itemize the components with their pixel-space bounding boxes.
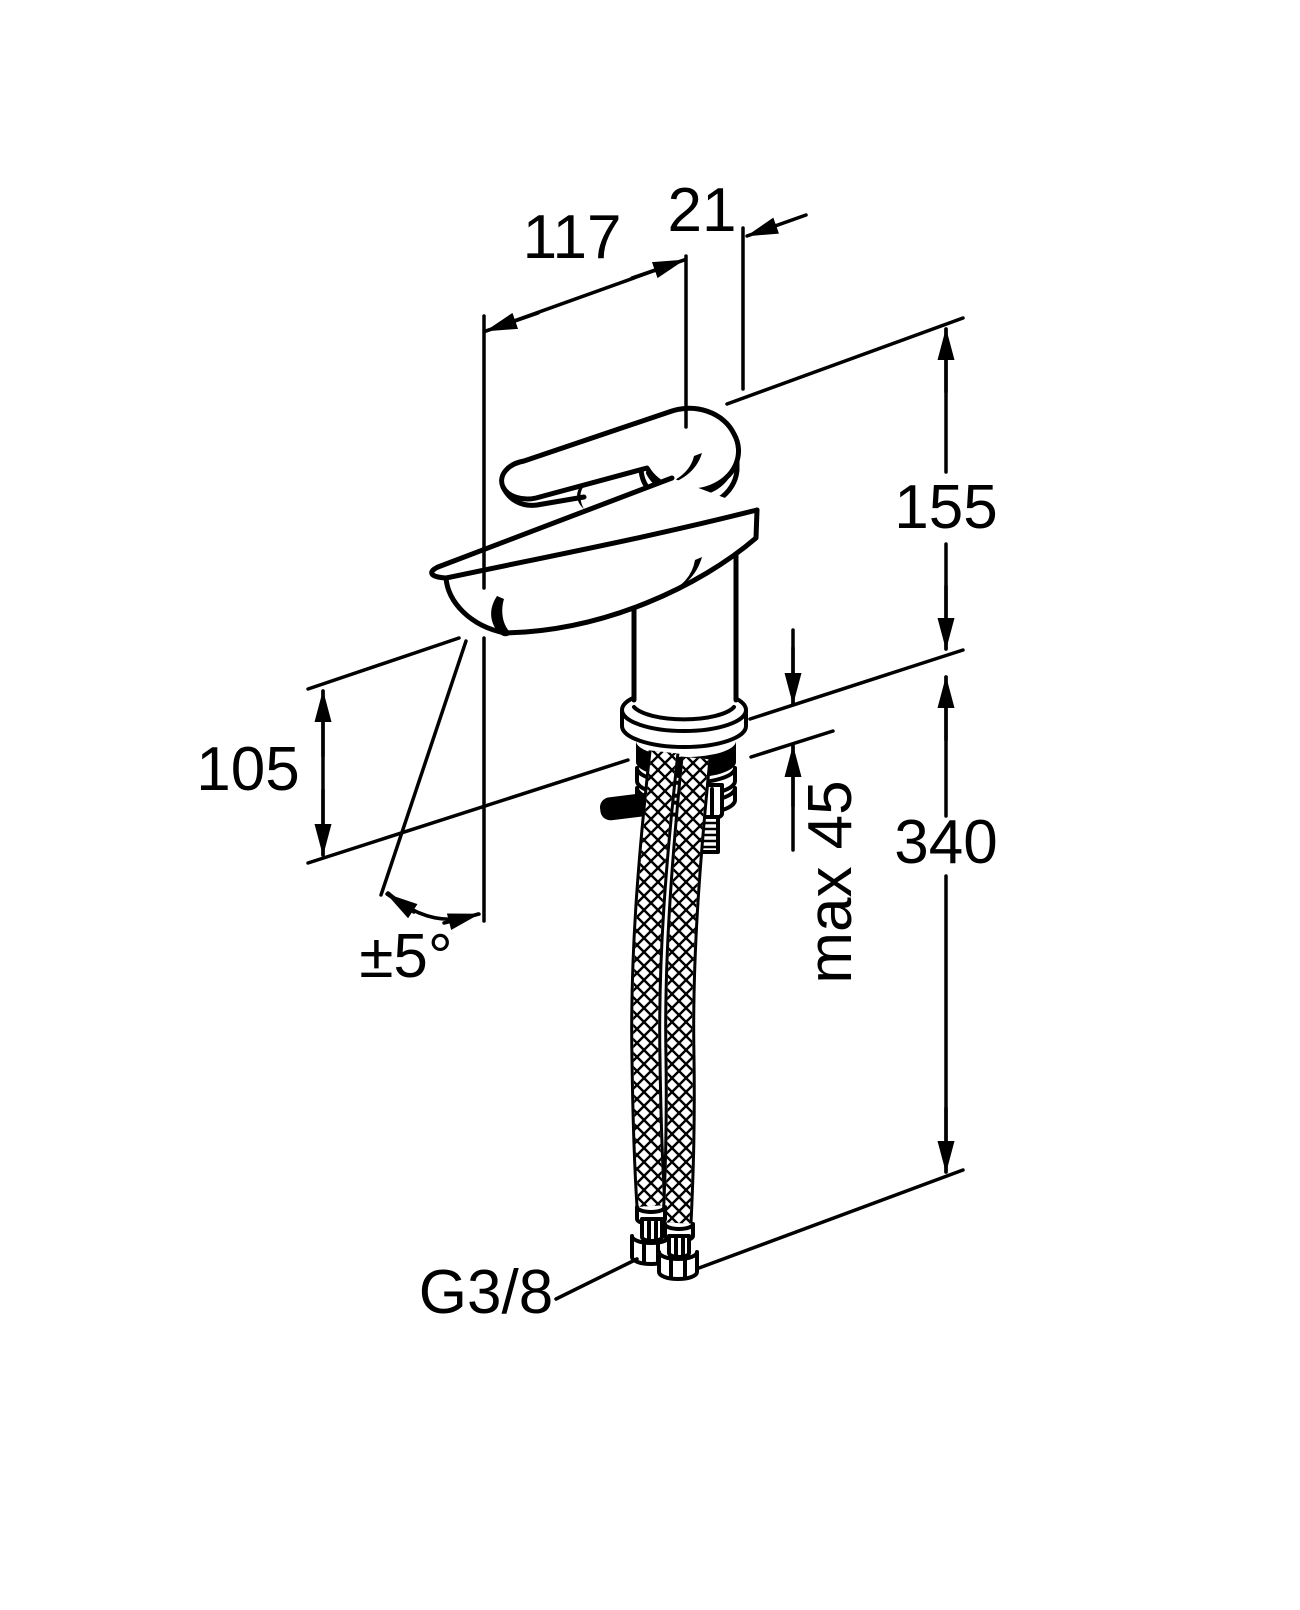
hose-right-braid xyxy=(664,756,709,1224)
dim-spout-reach-label: 117 xyxy=(523,203,622,272)
dim-height-below-deck: 340 xyxy=(697,675,998,1270)
dim-connection-thread-label: G3/8 xyxy=(419,1258,553,1327)
dim-spout-height: 105 xyxy=(196,636,461,857)
lever-handle xyxy=(499,405,742,509)
supply-hoses xyxy=(630,750,712,1224)
hose-fitting-left xyxy=(630,1205,672,1266)
dim-handle-offset: 21 xyxy=(668,176,808,391)
handle-edge-shade xyxy=(577,483,586,509)
dim-max-deck-thickness: max 45 xyxy=(749,628,865,984)
spout xyxy=(429,475,760,637)
counter-surface-line xyxy=(306,648,965,865)
spout-swoosh xyxy=(663,557,702,595)
dimension-annotations: 117 21 155 340 xyxy=(196,176,997,1327)
dim-swivel-angle-label: ±5° xyxy=(359,922,452,991)
dim-connection-thread: G3/8 xyxy=(419,1257,639,1327)
dim-spout-height-label: 105 xyxy=(196,735,299,804)
dim-height-below-deck-label: 340 xyxy=(894,808,997,877)
handle-swoosh xyxy=(656,453,702,488)
hose-left-braid xyxy=(633,750,677,1207)
dim-height-above-deck: 155 xyxy=(725,316,998,651)
body-column xyxy=(631,540,739,703)
hose-fitting-right xyxy=(657,1222,699,1281)
dim-max-deck-thickness-label: max 45 xyxy=(796,780,865,983)
dim-height-above-deck-label: 155 xyxy=(894,473,997,542)
aerator-edge-shade xyxy=(491,596,511,637)
dim-swivel-angle: ±5° xyxy=(359,636,486,991)
dim-handle-offset-label: 21 xyxy=(668,176,737,245)
faucet-body xyxy=(429,405,760,1281)
dim-spout-reach: 117 xyxy=(482,203,688,590)
